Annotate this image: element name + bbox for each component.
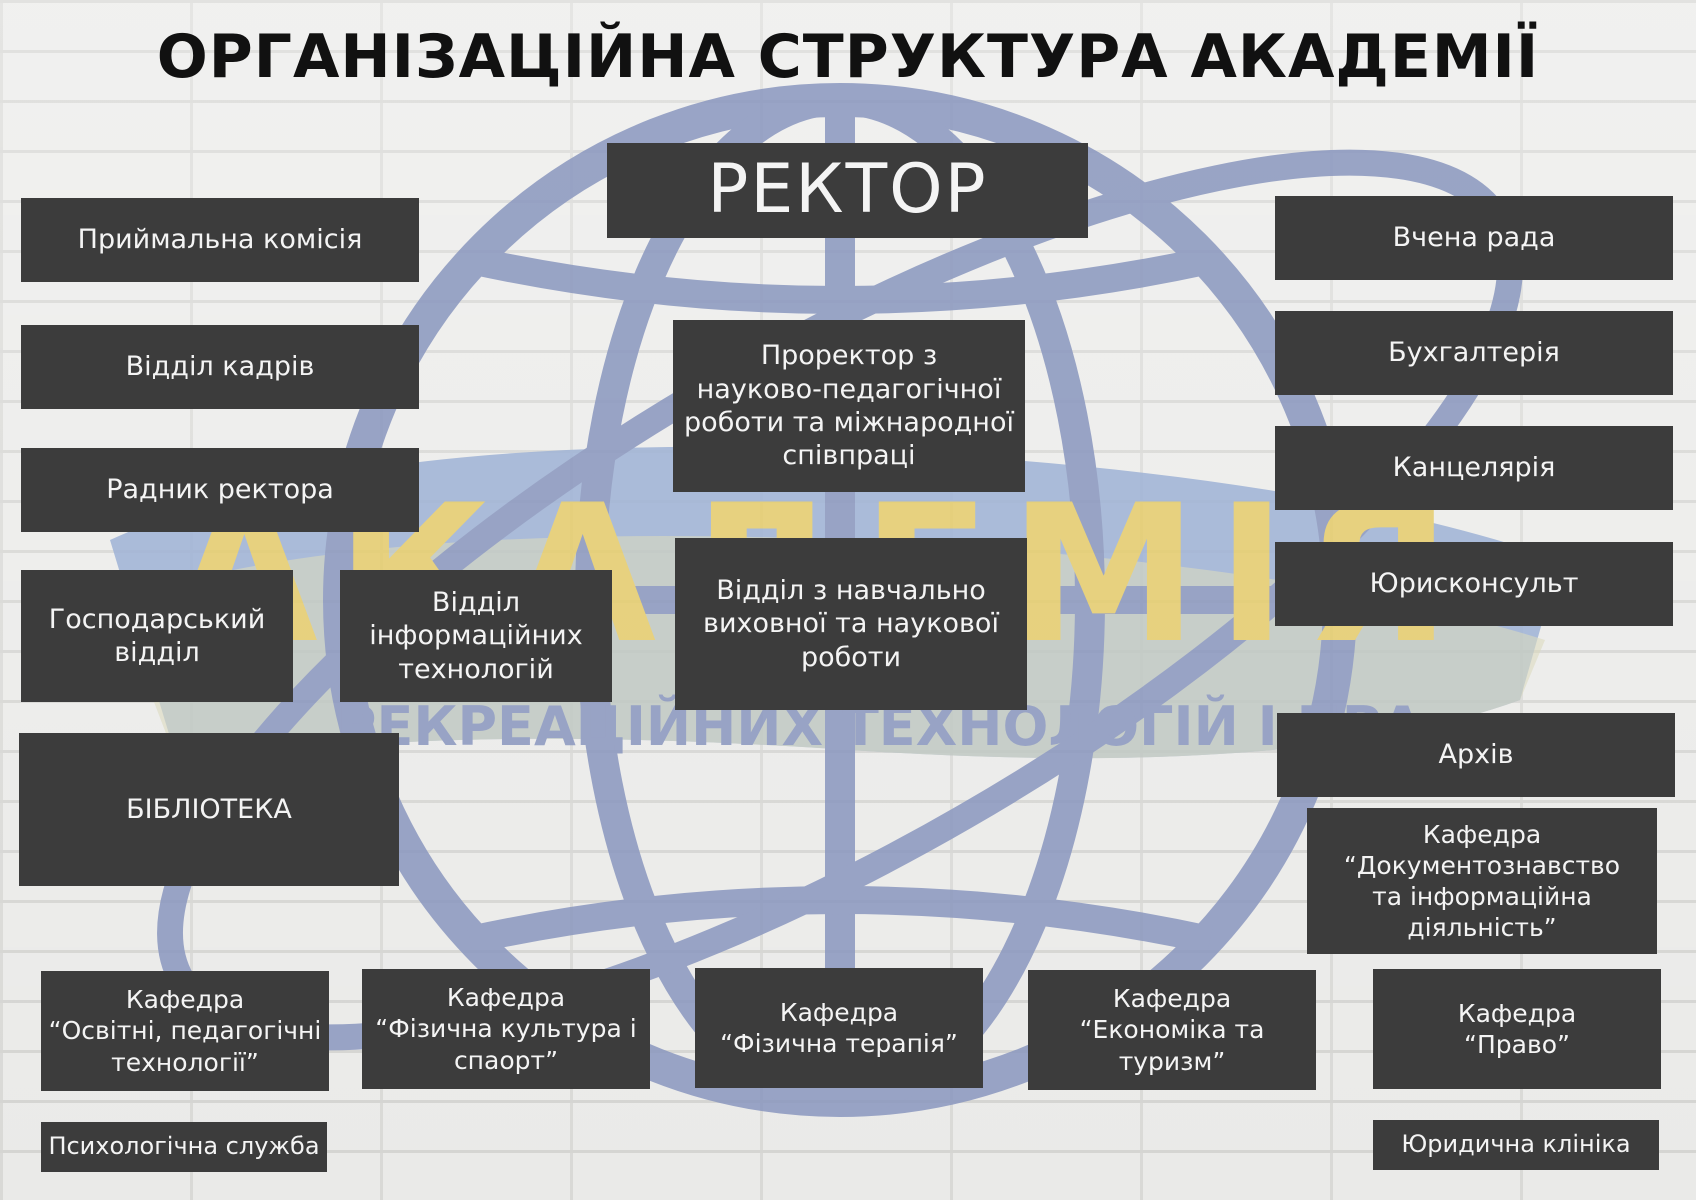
node-dept-documents: Кафедра “Документознавство та інформацій…	[1307, 808, 1657, 954]
node-rector: РЕКТОР	[607, 143, 1088, 238]
node-dept-pedagogy: Кафедра “Освітні, педагогічні технології…	[41, 971, 329, 1091]
node-household: Господарський відділ	[21, 570, 293, 702]
node-advisor: Радник ректора	[21, 448, 419, 532]
node-admissions: Приймальна комісія	[21, 198, 419, 282]
node-law-clinic: Юридична клініка	[1373, 1120, 1659, 1170]
node-hr: Відділ кадрів	[21, 325, 419, 409]
logo-globe-parallel-bottom	[467, 886, 1213, 954]
node-dept-economics: Кафедра “Економіка та туризм”	[1028, 970, 1316, 1090]
node-it: Відділ інформаційних технологій	[340, 570, 612, 702]
node-education-dept: Відділ з навчально виховної та наукової …	[675, 538, 1027, 710]
node-legal: Юрисконсульт	[1275, 542, 1673, 626]
node-dept-law: Кафедра “Право”	[1373, 969, 1661, 1089]
node-library: БІБЛІОТЕКА	[19, 733, 399, 886]
node-dept-phys-therapy: Кафедра “Фізична терапія”	[695, 968, 983, 1088]
node-psychology: Психологічна служба	[41, 1122, 327, 1172]
node-office: Канцелярія	[1275, 426, 1673, 510]
node-archive: Архів	[1277, 713, 1675, 797]
node-accounting: Бухгалтерія	[1275, 311, 1673, 395]
page-title: ОРГАНІЗАЦІЙНА СТРУКТУРА АКАДЕМІЇ	[156, 22, 1540, 92]
node-vice-rector: Проректор з науково-педагогічної роботи …	[673, 320, 1025, 492]
logo-globe-parallel-top	[467, 246, 1213, 314]
node-dept-phys-culture: Кафедра “Фізична культура і спаорт”	[362, 969, 650, 1089]
node-council: Вчена рада	[1275, 196, 1673, 280]
